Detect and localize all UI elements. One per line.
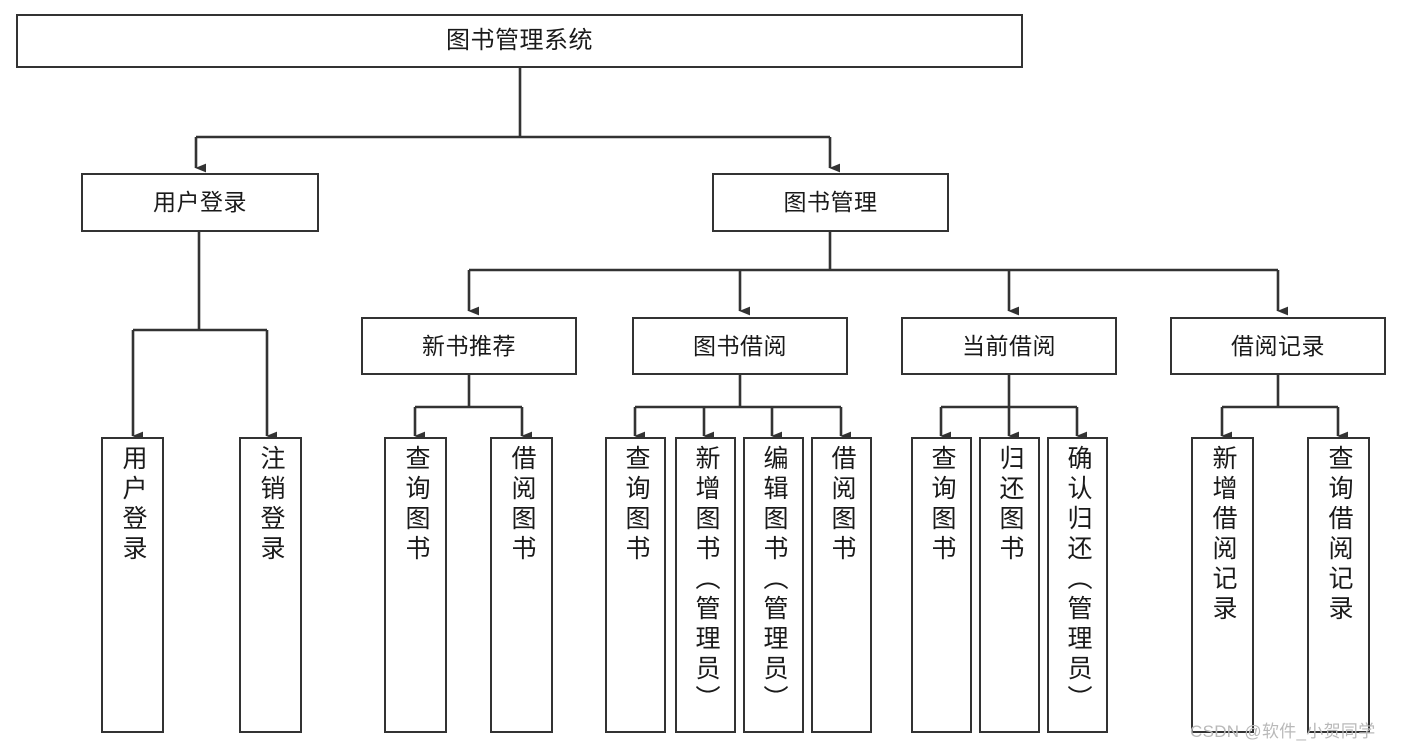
- node-leaf-borrow-book-1[interactable]: 借阅图书: [490, 437, 553, 733]
- node-book-management[interactable]: 图书管理: [712, 173, 949, 232]
- node-current-borrow-label: 当前借阅: [962, 332, 1056, 359]
- csdn-watermark: CSDN @软件_小贺同学: [1190, 722, 1376, 741]
- node-leaf-user-login[interactable]: 用户登录: [101, 437, 164, 733]
- node-user-login[interactable]: 用户登录: [81, 173, 319, 232]
- node-new-book-recommend[interactable]: 新书推荐: [361, 317, 577, 375]
- node-user-login-label: 用户登录: [153, 189, 247, 215]
- node-leaf-label: 借阅图书: [508, 445, 536, 565]
- node-leaf-label: 新增图书（管理员）: [692, 445, 720, 715]
- node-leaf-return-book[interactable]: 归还图书: [979, 437, 1040, 733]
- node-leaf-query-book-2[interactable]: 查询图书: [605, 437, 666, 733]
- node-leaf-edit-book-admin[interactable]: 编辑图书（管理员）: [743, 437, 804, 733]
- node-leaf-label: 编辑图书（管理员）: [760, 445, 788, 715]
- node-root[interactable]: 图书管理系统: [16, 14, 1023, 68]
- node-leaf-label: 注销登录: [257, 445, 285, 565]
- node-leaf-label: 借阅图书: [828, 445, 856, 565]
- node-leaf-query-book-1[interactable]: 查询图书: [384, 437, 447, 733]
- node-leaf-confirm-return-admin[interactable]: 确认归还（管理员）: [1047, 437, 1108, 733]
- node-leaf-label: 查询图书: [402, 445, 430, 565]
- node-leaf-label: 查询借阅记录: [1325, 445, 1353, 625]
- node-leaf-logout[interactable]: 注销登录: [239, 437, 302, 733]
- node-borrow-records-label: 借阅记录: [1231, 332, 1325, 359]
- node-root-label: 图书管理系统: [446, 27, 593, 54]
- node-leaf-add-borrow-record[interactable]: 新增借阅记录: [1191, 437, 1254, 733]
- node-leaf-label: 归还图书: [996, 445, 1024, 565]
- node-new-book-recommend-label: 新书推荐: [422, 332, 516, 359]
- node-leaf-label: 查询图书: [622, 445, 650, 565]
- node-book-borrow[interactable]: 图书借阅: [632, 317, 848, 375]
- node-leaf-borrow-book-2[interactable]: 借阅图书: [811, 437, 872, 733]
- node-book-management-label: 图书管理: [783, 189, 878, 215]
- node-leaf-label: 新增借阅记录: [1209, 445, 1237, 625]
- node-leaf-label: 用户登录: [119, 445, 147, 565]
- node-book-borrow-label: 图书借阅: [693, 332, 787, 359]
- node-leaf-query-borrow-record[interactable]: 查询借阅记录: [1307, 437, 1370, 733]
- node-leaf-label: 查询图书: [928, 445, 956, 565]
- node-current-borrow[interactable]: 当前借阅: [901, 317, 1117, 375]
- node-borrow-records[interactable]: 借阅记录: [1170, 317, 1386, 375]
- node-leaf-add-book-admin[interactable]: 新增图书（管理员）: [675, 437, 736, 733]
- node-leaf-label: 确认归还（管理员）: [1064, 445, 1092, 715]
- node-leaf-query-book-3[interactable]: 查询图书: [911, 437, 972, 733]
